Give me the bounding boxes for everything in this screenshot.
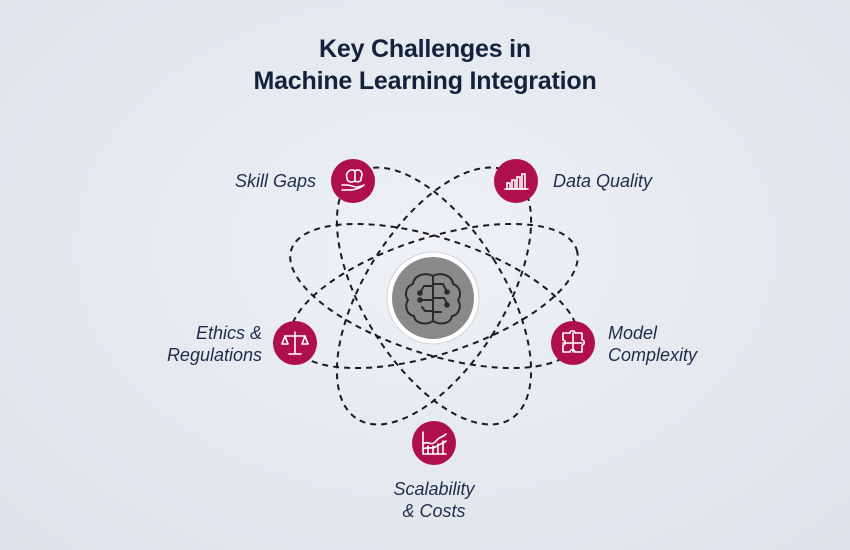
bar-chart-icon xyxy=(504,173,529,190)
label-data-quality-line-1: Data Quality xyxy=(553,171,653,191)
label-ethics-regulations-line-1: Ethics & xyxy=(195,323,262,343)
label-model-complexity: Model Complexity xyxy=(608,322,697,366)
brain-circuit-icon xyxy=(404,273,462,325)
label-scalability-costs: Scalability & Costs xyxy=(334,478,534,522)
node-ethics-regulations xyxy=(273,321,317,365)
label-ethics-regulations-line-2: Regulations xyxy=(166,345,262,365)
label-model-complexity-line-1: Model xyxy=(608,323,658,343)
label-ethics-regulations: Ethics & Regulations xyxy=(167,322,262,366)
label-data-quality: Data Quality xyxy=(553,170,652,192)
node-skill-gaps xyxy=(331,159,375,203)
center-node xyxy=(386,251,480,345)
scales-icon xyxy=(281,331,309,355)
area-chart-icon xyxy=(422,431,447,455)
hand-brain-icon xyxy=(341,169,365,191)
label-skill-gaps: Skill Gaps xyxy=(235,170,316,192)
node-data-quality xyxy=(494,159,538,203)
node-scalability-costs xyxy=(412,421,456,465)
node-model-complexity xyxy=(551,321,595,365)
page-title-line-1: Key Challenges in xyxy=(319,35,531,63)
puzzle-icon xyxy=(562,329,586,353)
label-skill-gaps-line-1: Skill Gaps xyxy=(234,171,316,191)
label-scalability-costs-line-2: & Costs xyxy=(402,501,466,521)
page-title-line-2: Machine Learning Integration xyxy=(253,67,597,95)
label-scalability-costs-line-1: Scalability xyxy=(393,479,475,499)
label-model-complexity-line-2: Complexity xyxy=(608,345,698,365)
